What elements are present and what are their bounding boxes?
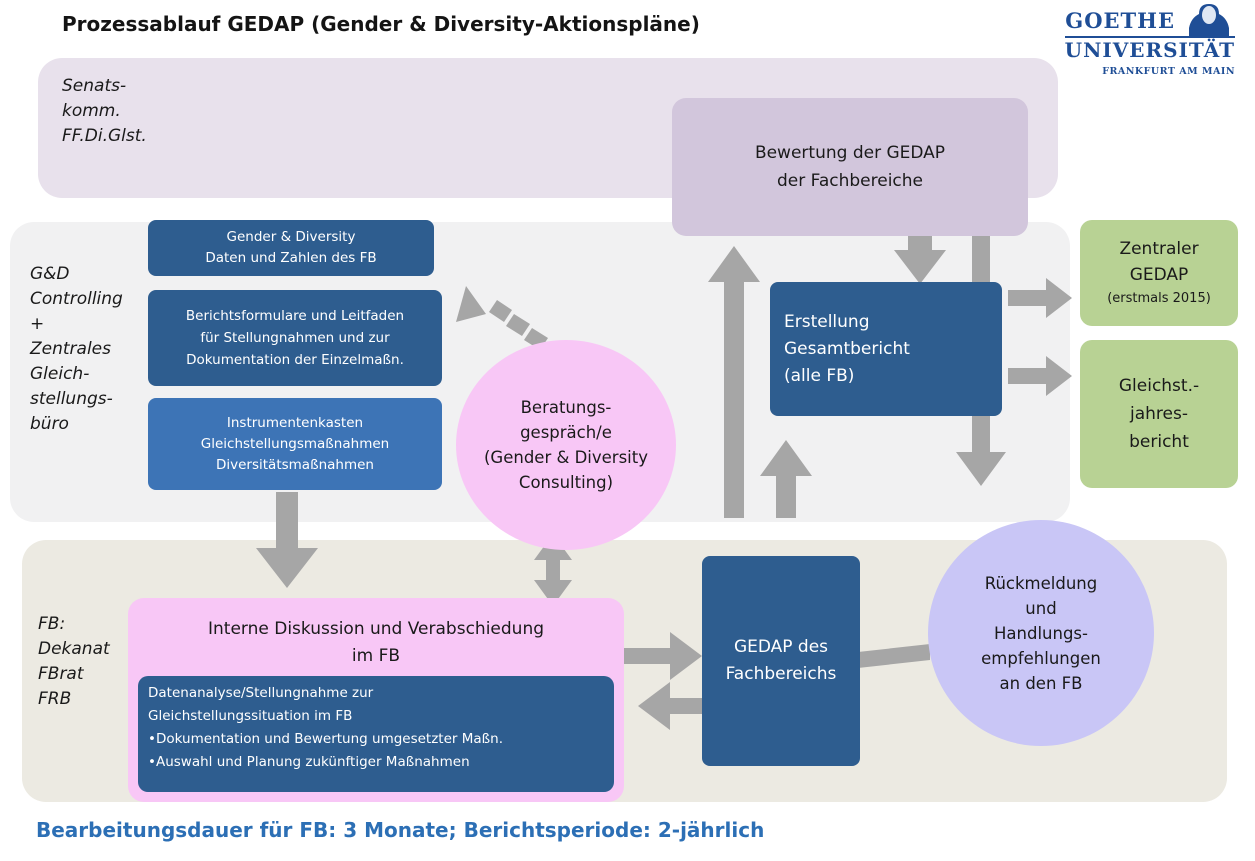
- page-title: Prozessablauf GEDAP (Gender & Diversity-…: [62, 12, 700, 36]
- arrow-consulting-to-forms: [456, 286, 548, 350]
- overall-report-box: Erstellung Gesamtbericht (alle FB): [770, 282, 1002, 416]
- goethe-portrait-icon: [1189, 4, 1229, 36]
- row-label-gd: G&D Controlling + Zentrales Gleich- stel…: [30, 264, 123, 434]
- logo-line-3: FRANKFURT AM MAIN: [1102, 66, 1235, 77]
- toolbox-box: Instrumentenkasten Gleichstellungsmaßnah…: [148, 398, 442, 490]
- gender-diversity-data-box: Gender & Diversity Daten und Zahlen des …: [148, 220, 434, 276]
- arrow-report-to-central-gedap: [1008, 278, 1072, 318]
- arrow-gedap-to-analysis: [638, 682, 702, 730]
- logo-line-1: GOETHE: [1065, 8, 1175, 33]
- arrow-report-to-annual-report: [1008, 356, 1072, 396]
- central-gedap-note: (erstmals 2015): [1107, 291, 1211, 306]
- logo-line-2: UNIVERSITÄT: [1064, 38, 1235, 62]
- arrow-evaluation-to-report: [894, 230, 946, 284]
- evaluation-box: Bewertung der GEDAP der Fachbereiche: [672, 98, 1028, 236]
- faculty-gedap-box: GEDAP des Fachbereichs: [702, 556, 860, 766]
- feedback-circle: Rückmeldung und Handlungs- empfehlungen …: [928, 520, 1154, 746]
- logo-divider: [1065, 36, 1235, 38]
- data-analysis-box: Datenanalyse/Stellungnahme zur Gleichste…: [138, 676, 614, 792]
- internal-discussion-box: Interne Diskussion und Verabschiedung im…: [128, 598, 624, 802]
- arrow-gedap-to-report: [760, 440, 812, 518]
- row-label-fb: FB: Dekanat FBrat FRB: [38, 614, 110, 709]
- arrow-gedap-to-evaluation: [708, 246, 760, 518]
- goethe-university-logo: GOETHE UNIVERSITÄT FRANKFURT AM MAIN: [1055, 2, 1245, 82]
- arrow-feedback-to-gedap: [858, 644, 930, 668]
- internal-discussion-label: Interne Diskussion und Verabschiedung im…: [207, 619, 545, 666]
- arrow-consulting-discussion: [534, 534, 572, 606]
- arrow-discussion-to-gedap: [624, 632, 702, 680]
- central-gedap-label: Zentraler GEDAP: [1119, 239, 1199, 285]
- row-label-senat: Senats- komm. FF.Di.Glst.: [62, 76, 147, 146]
- footer-note: Bearbeitungsdauer für FB: 3 Monate; Beri…: [36, 818, 765, 842]
- consulting-circle: Beratungs- gespräch/e (Gender & Diversit…: [456, 340, 676, 550]
- arrow-tools-to-discussion: [256, 492, 318, 588]
- annual-equality-report-box: Gleichst.- jahres- bericht: [1080, 340, 1238, 488]
- central-gedap-box: Zentraler GEDAP (erstmals 2015): [1080, 220, 1238, 326]
- report-forms-box: Berichtsformulare und Leitfaden für Stel…: [148, 290, 442, 386]
